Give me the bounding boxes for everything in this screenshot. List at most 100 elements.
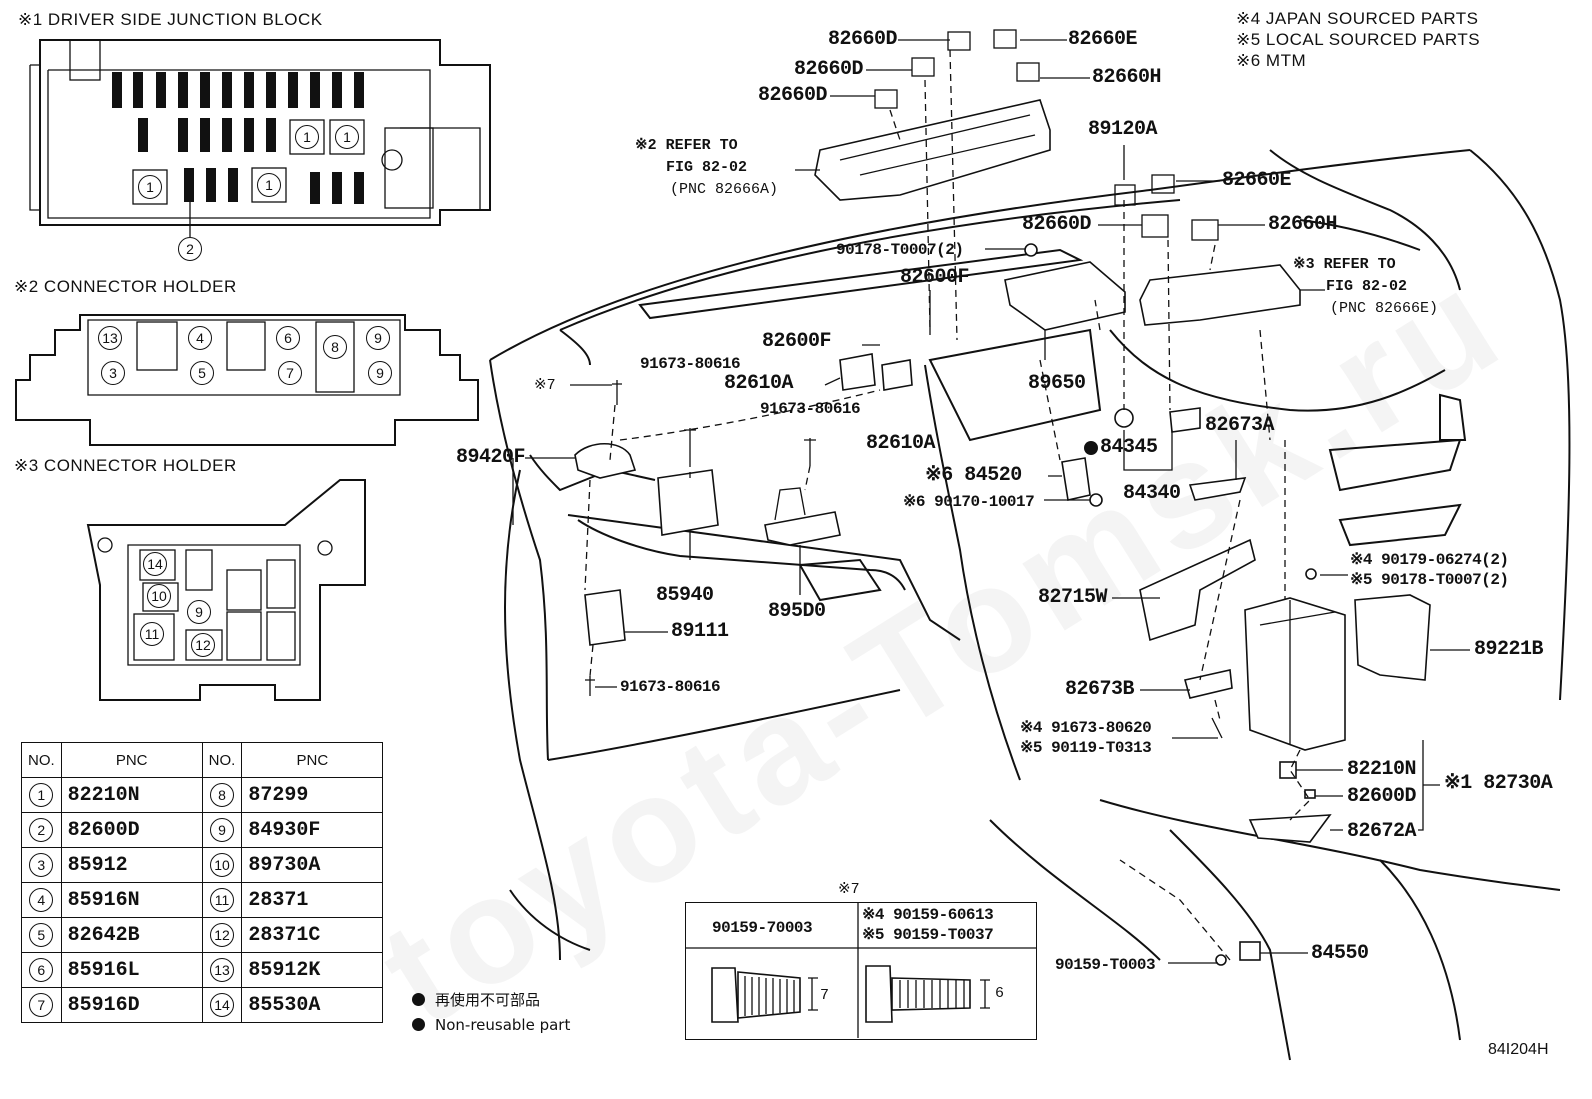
jb-callout-1: 1 — [138, 175, 162, 199]
leader-lines — [512, 39, 1470, 964]
part-label-82660D[interactable]: 82660D — [794, 58, 864, 81]
part-label-82600F[interactable]: 82600F — [762, 330, 832, 353]
pnc-table-header: NO. PNC NO. PNC — [21, 742, 384, 778]
holder2-callout-7: 7 — [278, 361, 302, 385]
row-number: 7 — [29, 993, 54, 1017]
holder3-callout-10: 10 — [147, 584, 171, 608]
note-star-7: ※7 — [534, 377, 556, 394]
bolt-left-dimension: 7 — [820, 987, 830, 1004]
part-label-84550[interactable]: 84550 — [1311, 942, 1369, 965]
refer-note-3-line1: ※3 REFER TO — [1293, 256, 1396, 273]
holder2-callout-8: 8 — [323, 335, 347, 359]
part-label-90178-T0007[interactable]: 90178-T0007(2) — [836, 241, 964, 259]
part-label-90159-T0003[interactable]: 90159-T0003 — [1055, 956, 1156, 974]
part-label-82673B[interactable]: 82673B — [1065, 678, 1135, 701]
part-label-89111[interactable]: 89111 — [671, 620, 729, 643]
table-row: 4 85916N 11 28371 — [21, 882, 384, 918]
row-pnc: 28371C — [241, 917, 384, 953]
row-number: 14 — [210, 993, 234, 1017]
holder2-callout-6: 6 — [276, 326, 300, 350]
part-label-895D0[interactable]: 895D0 — [768, 600, 826, 623]
holder2-callout-4: 4 — [188, 326, 212, 350]
part-label-82660E[interactable]: 82660E — [1222, 169, 1292, 192]
bolt-right-dimension: 6 — [995, 985, 1005, 1002]
bolt-left-part[interactable]: 90159-70003 — [712, 919, 813, 937]
part-label-91673-80616[interactable]: 91673-80616 — [620, 678, 721, 696]
row-number: 13 — [210, 958, 234, 982]
row-number: 10 — [210, 853, 234, 877]
table-row: 5 82642B 12 28371C — [21, 917, 384, 953]
junction-block-drawing — [29, 39, 491, 237]
part-label-82673A[interactable]: 82673A — [1205, 414, 1275, 437]
part-label-82610A[interactable]: 82610A — [724, 372, 794, 395]
jb-callout-2: 2 — [178, 237, 202, 261]
connector-holder-3-title: ※3 CONNECTOR HOLDER — [14, 456, 237, 475]
part-label-84345[interactable]: 84345 — [1100, 436, 1158, 459]
row-pnc: 85916D — [60, 987, 203, 1023]
row-number: 2 — [29, 818, 54, 842]
instrument-panel-outline — [489, 149, 1571, 1061]
part-label-84520[interactable]: ※6 84520 — [925, 464, 1022, 487]
part-label-82660E[interactable]: 82660E — [1068, 28, 1138, 51]
holder2-callout-5: 5 — [190, 361, 214, 385]
jb-callout-1: 1 — [257, 173, 281, 197]
part-label-91673-80616[interactable]: 91673-80616 — [640, 355, 741, 373]
part-label-84340[interactable]: 84340 — [1123, 482, 1181, 505]
nonreusable-en-text: Non-reusable part — [435, 1016, 571, 1034]
jb-callout-1: 1 — [335, 125, 359, 149]
holder2-callout-13: 13 — [98, 326, 122, 350]
row-number: 3 — [29, 853, 54, 877]
bolt-right-part-4[interactable]: ※4 90159-60613 — [862, 906, 994, 924]
part-label-90119-T0313[interactable]: ※5 90119-T0313 — [1020, 739, 1152, 757]
part-label-91673-80620[interactable]: ※4 91673-80620 — [1020, 719, 1152, 737]
part-label-82600D[interactable]: 82600D — [1347, 785, 1417, 808]
row-number: 12 — [210, 923, 234, 947]
part-label-82610A[interactable]: 82610A — [866, 432, 936, 455]
nonreusable-legend-en: Non-reusable part — [412, 1015, 570, 1035]
holder3-callout-11: 11 — [140, 622, 164, 646]
holder2-callout-9: 9 — [368, 361, 392, 385]
bolt-drawings — [685, 902, 1036, 1038]
legend-mtm: ※6 MTM — [1236, 51, 1307, 70]
part-label-85940[interactable]: 85940 — [656, 584, 714, 607]
row-number: 11 — [210, 888, 234, 912]
part-label-82660H[interactable]: 82660H — [1092, 66, 1162, 89]
bolt-right-part-5[interactable]: ※5 90159-T0037 — [862, 926, 994, 944]
part-label-90178-T0007[interactable]: ※5 90178-T0007(2) — [1350, 571, 1509, 589]
part-label-89221B[interactable]: 89221B — [1474, 638, 1544, 661]
part-label-82715W[interactable]: 82715W — [1038, 586, 1108, 609]
part-label-82660D[interactable]: 82660D — [828, 28, 898, 51]
holder3-callout-14: 14 — [143, 552, 167, 576]
header-pnc: PNC — [60, 742, 203, 778]
figure-code: 84I204H — [1488, 1041, 1549, 1058]
jb-callout-1: 1 — [295, 125, 319, 149]
table-row: 2 82600D 9 84930F — [21, 812, 384, 848]
part-label-82660H[interactable]: 82660H — [1268, 213, 1338, 236]
pnc-table: NO. PNC NO. PNC 1 82210N 8 87299 2 82600… — [21, 742, 384, 1023]
part-label-89420F[interactable]: 89420F — [456, 446, 526, 469]
row-pnc: 82642B — [60, 917, 203, 953]
part-label-89120A[interactable]: 89120A — [1088, 118, 1158, 141]
part-label-82660D[interactable]: 82660D — [1022, 213, 1092, 236]
part-label-89650[interactable]: 89650 — [1028, 372, 1086, 395]
table-row: 7 85916D 14 85530A — [21, 987, 384, 1023]
header-pnc: PNC — [241, 742, 384, 778]
part-label-91673-80616[interactable]: 91673-80616 — [760, 400, 861, 418]
refer-note-3-line3: (PNC 82666E) — [1330, 300, 1439, 317]
holder3-callout-9: 9 — [187, 600, 211, 624]
bolt-table-title: ※7 — [838, 881, 860, 898]
bolt-table — [685, 902, 1037, 1040]
part-label-82210N[interactable]: 82210N — [1347, 758, 1417, 781]
table-row: 3 85912 10 89730A — [21, 847, 384, 883]
part-label-82600F[interactable]: 82600F — [900, 266, 970, 289]
part-label-82672A[interactable]: 82672A — [1347, 820, 1417, 843]
part-label-82660D[interactable]: 82660D — [758, 84, 828, 107]
row-number: 6 — [29, 958, 54, 982]
junction-block-title: ※1 DRIVER SIDE JUNCTION BLOCK — [18, 10, 323, 29]
refer-note-2-line1: ※2 REFER TO — [635, 137, 738, 154]
part-label-90170-10017[interactable]: ※6 90170-10017 — [903, 493, 1035, 511]
part-label-82730A[interactable]: ※1 82730A — [1444, 772, 1553, 795]
row-pnc: 28371 — [241, 882, 384, 918]
part-label-90179-06274[interactable]: ※4 90179-06274(2) — [1350, 551, 1509, 569]
row-pnc: 85530A — [241, 987, 384, 1023]
